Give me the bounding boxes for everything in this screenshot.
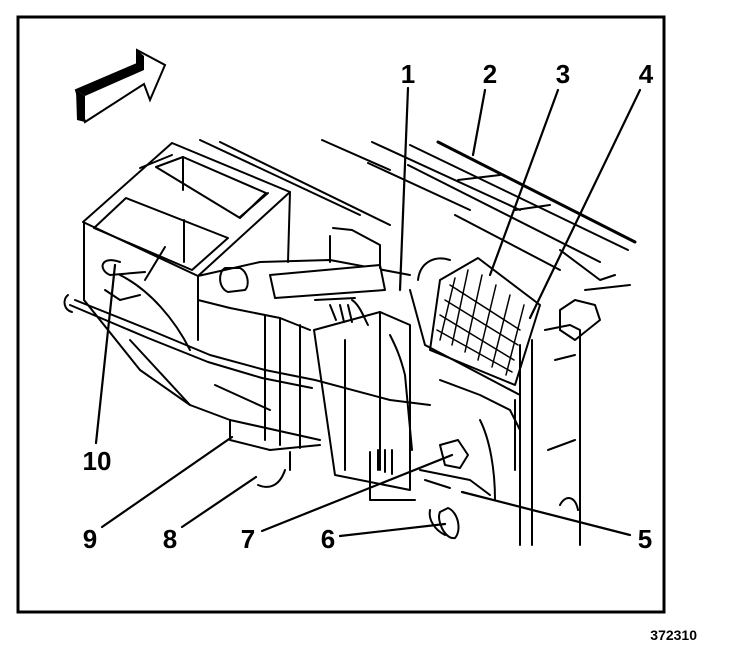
leader-2: [471, 88, 487, 157]
callout-3: 3: [556, 59, 570, 89]
callout-10: 10: [83, 446, 112, 476]
leader-3: [488, 88, 560, 277]
leader-6: [338, 522, 447, 538]
diagram-frame: [16, 15, 666, 614]
leader-10: [94, 263, 117, 445]
callout-2: 2: [483, 59, 497, 89]
leader-1: [398, 86, 410, 292]
instrument-panel-outline: [199, 139, 637, 341]
leader-4: [528, 88, 642, 320]
side-panel: [514, 324, 581, 546]
callout-9: 9: [83, 524, 97, 554]
callout-6: 6: [321, 524, 335, 554]
leader-5: [460, 490, 632, 537]
hvac-case: [83, 227, 416, 501]
leader-lines: [94, 86, 642, 538]
leader-9: [100, 435, 234, 529]
cables-and-tubes: [63, 259, 521, 501]
air-inlet-housing: [82, 142, 291, 341]
callout-8: 8: [163, 524, 177, 554]
callout-4: 4: [639, 59, 654, 89]
callout-7: 7: [241, 524, 255, 554]
leader-8: [180, 475, 258, 529]
electrical-connectors: [419, 439, 491, 540]
figure-number: 372310: [650, 627, 697, 643]
callout-5: 5: [638, 524, 652, 554]
core-grid: [409, 257, 541, 396]
leader-7: [260, 453, 454, 533]
callout-1: 1: [401, 59, 415, 89]
forward-direction-arrow-icon: [74, 48, 167, 124]
